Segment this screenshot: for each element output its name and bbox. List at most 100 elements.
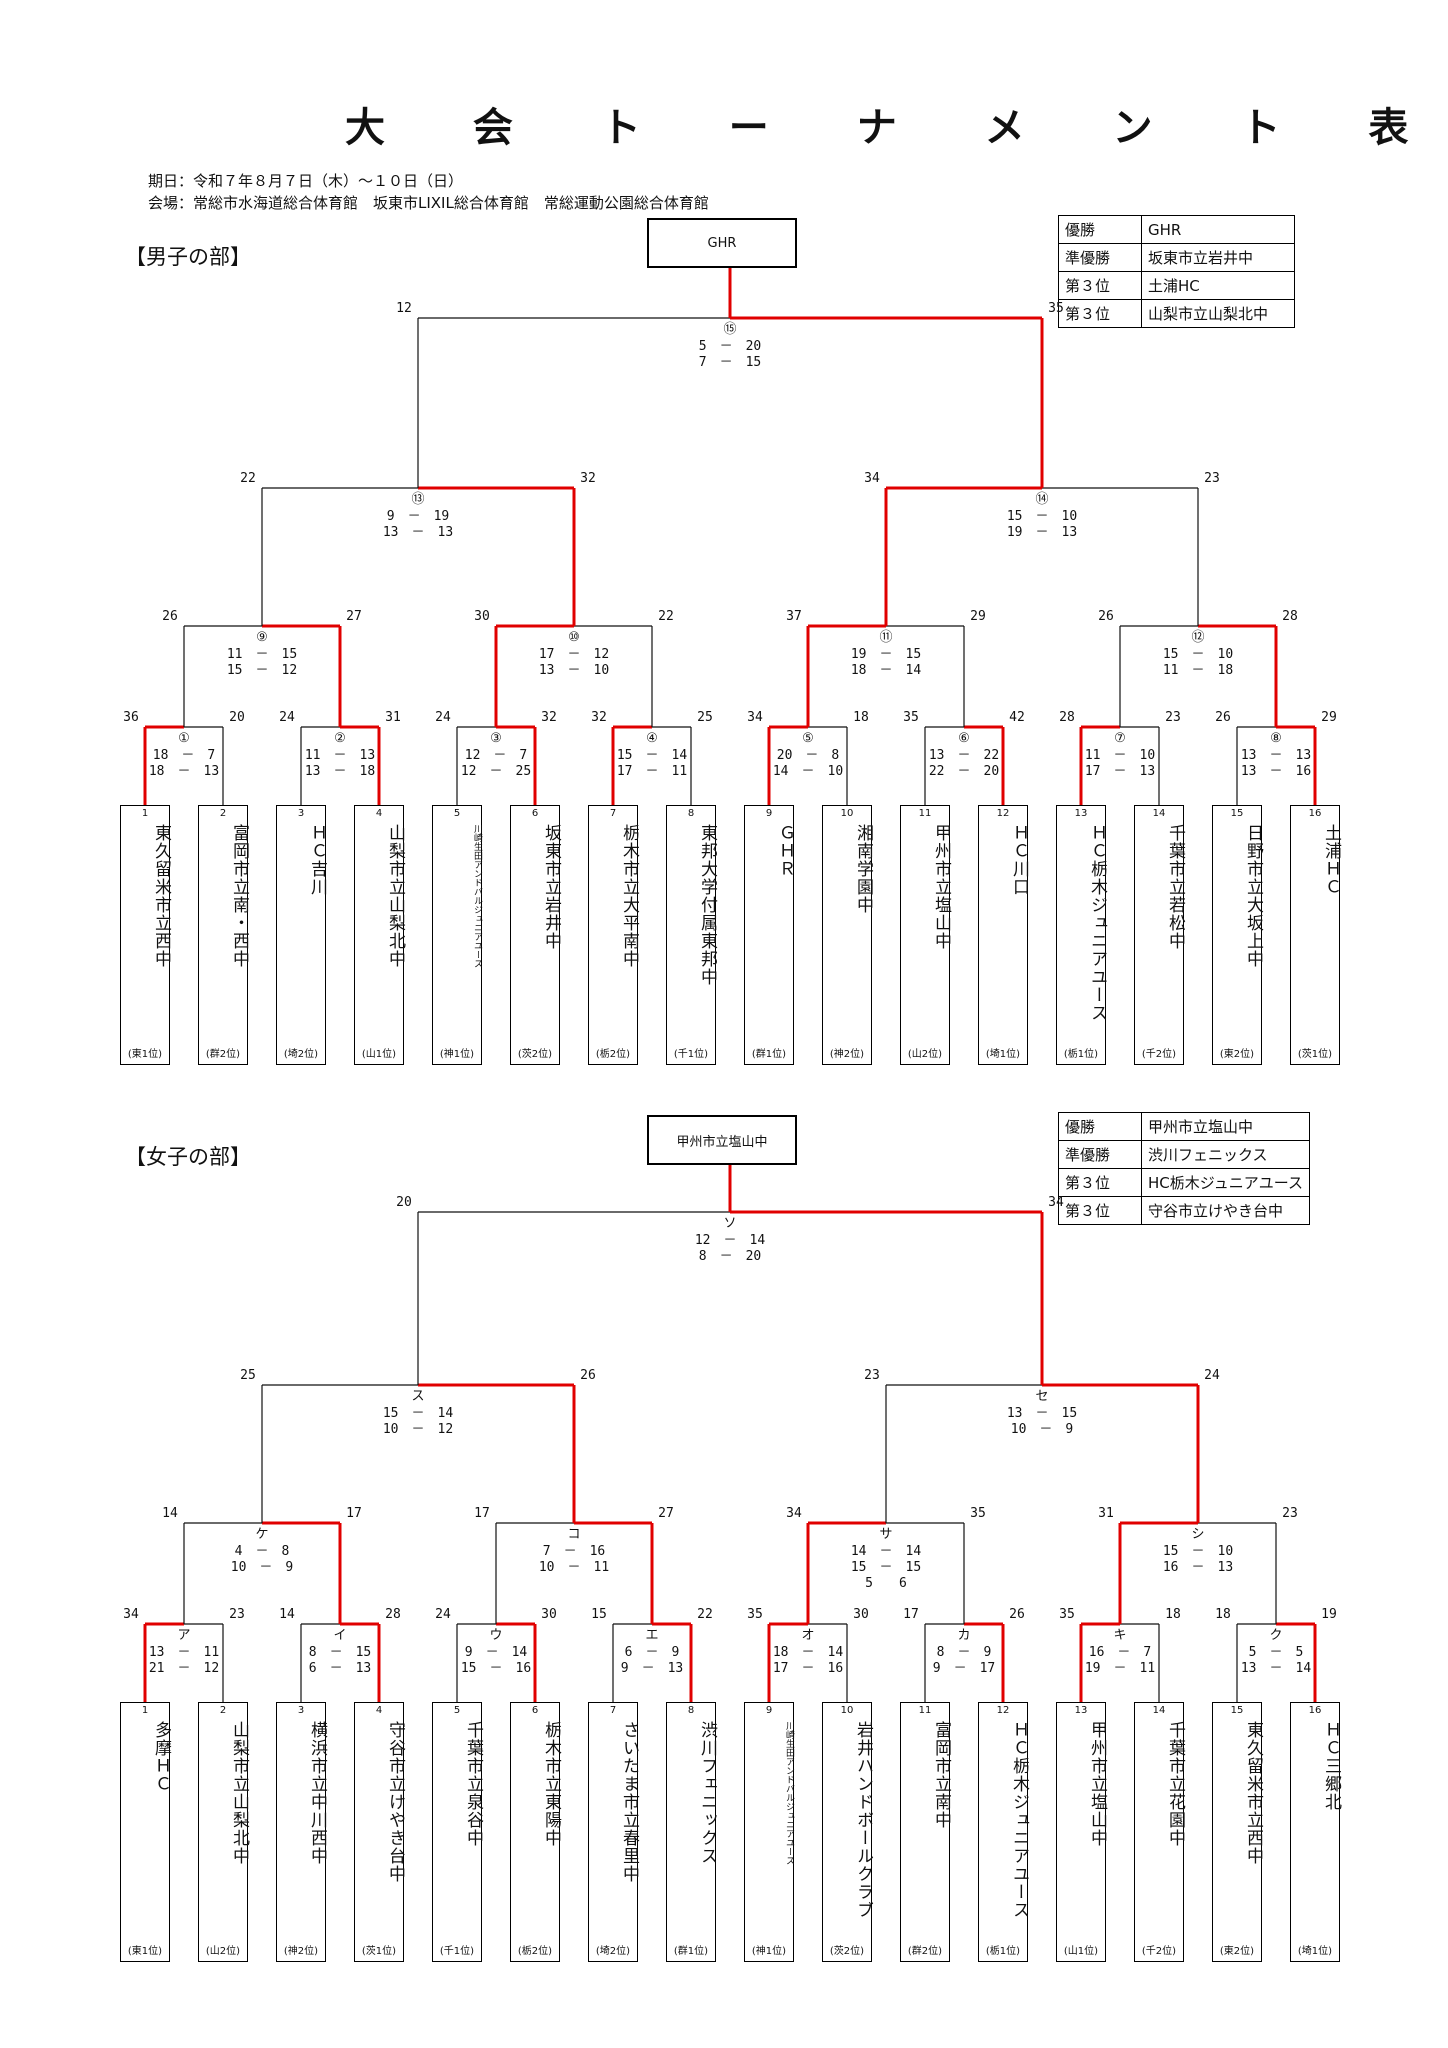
team-number: 10 [840, 1705, 854, 1716]
match-label: シ [1191, 1527, 1204, 1542]
match-label: ⑬ [411, 492, 424, 507]
half-score: 14 － 14 [851, 1544, 921, 1559]
total-score-right: 22 [658, 609, 674, 624]
total-score-left: 34 [123, 1607, 139, 1622]
half-score: 11 － 13 [305, 748, 375, 763]
team-name: 多摩ＨＣ [151, 1721, 171, 1793]
total-score-left: 25 [240, 1368, 256, 1383]
team-number: 1 [141, 1705, 149, 1716]
half-score: 12 － 7 [465, 748, 527, 763]
team-rank: (栃2位) [517, 1946, 553, 1957]
team-number: 12 [996, 808, 1010, 819]
half-score: 9 － 17 [933, 1661, 995, 1676]
half-score: 15 － 10 [1007, 509, 1077, 524]
team-name: 山梨市立山梨北中 [385, 824, 405, 968]
half-score: 18 － 14 [773, 1645, 843, 1660]
team-rank: (群2位) [205, 1049, 241, 1060]
half-score: 18 － 14 [851, 663, 921, 678]
total-score-right: 32 [580, 471, 596, 486]
results-row: 準優勝坂東市立岩井中 [1058, 243, 1295, 272]
team-rank: (千2位) [1141, 1049, 1177, 1060]
half-score: 10 － 9 [231, 1560, 293, 1575]
total-score-left: 18 [1215, 1607, 1231, 1622]
half-score: 20 － 8 [777, 748, 839, 763]
total-score-left: 30 [474, 609, 490, 624]
girls-champion-box: 甲州市立塩山中 [647, 1115, 797, 1165]
team-name: 千葉市立若松中 [1165, 824, 1185, 950]
team-rank: (栃1位) [1063, 1049, 1099, 1060]
team-name: 富岡市立南・西中 [229, 824, 249, 968]
result-place: 優勝 [1058, 1112, 1142, 1141]
match-label: ⑧ [1270, 731, 1282, 746]
total-score-right: 24 [1204, 1368, 1220, 1383]
half-score: 15 － 14 [617, 748, 687, 763]
total-score-right: 34 [1048, 1195, 1064, 1210]
team-rank: (神2位) [283, 1946, 319, 1957]
team-number: 12 [996, 1705, 1010, 1716]
team-rank: (茨1位) [1297, 1049, 1333, 1060]
dates-line: 期日：令和７年８月７日（木）～１０日（日） [148, 172, 464, 190]
team-number: 15 [1230, 808, 1244, 819]
total-score-right: 26 [580, 1368, 596, 1383]
total-score-right: 18 [853, 710, 869, 725]
match-label: ⑮ [723, 322, 736, 337]
team-name: 富岡市立南中 [931, 1721, 951, 1829]
half-score: 7 － 16 [543, 1544, 605, 1559]
total-score-left: 37 [786, 609, 802, 624]
total-score-left: 12 [396, 301, 412, 316]
result-team: 土浦HC [1141, 271, 1295, 300]
team-number: 16 [1308, 808, 1322, 819]
total-score-left: 15 [591, 1607, 607, 1622]
team-number: 9 [765, 1705, 773, 1716]
team-rank: (群1位) [673, 1946, 709, 1957]
result-place: 準優勝 [1058, 243, 1142, 272]
half-score: 8 － 20 [699, 1249, 761, 1264]
team-rank: (埼2位) [283, 1049, 319, 1060]
total-score-left: 24 [435, 710, 451, 725]
total-score-left: 35 [747, 1607, 763, 1622]
team-rank: (千1位) [673, 1049, 709, 1060]
match-label: ス [411, 1389, 424, 1404]
half-score: 19 － 15 [851, 647, 921, 662]
team-number: 8 [687, 808, 695, 819]
team-rank: (茨2位) [517, 1049, 553, 1060]
total-score-right: 22 [697, 1607, 713, 1622]
team-name: 岩井ハンドボールクラブ [853, 1721, 873, 1919]
result-team: 山梨市立山梨北中 [1141, 299, 1295, 328]
team-name: ＧＨＲ [775, 824, 795, 878]
half-score: 10 － 9 [1011, 1422, 1073, 1437]
match-label: ⑪ [879, 630, 892, 645]
team-number: 9 [765, 808, 773, 819]
team-rank: (東1位) [127, 1049, 163, 1060]
team-number: 6 [531, 808, 539, 819]
half-score: 12 － 25 [461, 764, 531, 779]
total-score-left: 35 [903, 710, 919, 725]
total-score-right: 20 [229, 710, 245, 725]
team-number: 3 [297, 1705, 305, 1716]
team-rank: (山2位) [205, 1946, 241, 1957]
team-name: 甲州市立塩山中 [931, 824, 951, 950]
total-score-right: 26 [1009, 1607, 1025, 1622]
half-score: 17 － 12 [539, 647, 609, 662]
team-name: 日野市立大坂上中 [1243, 824, 1263, 968]
team-name: 千葉市立泉谷中 [463, 1721, 483, 1847]
team-number: 5 [453, 808, 461, 819]
half-score: 13 － 16 [1241, 764, 1311, 779]
team-name: ＨＣ吉川 [307, 824, 327, 896]
girls-champion-name: 甲州市立塩山中 [676, 1134, 768, 1150]
match-label: ⑭ [1035, 492, 1048, 507]
team-name: 湘南学園中 [853, 824, 873, 914]
match-label: ⑫ [1191, 630, 1204, 645]
